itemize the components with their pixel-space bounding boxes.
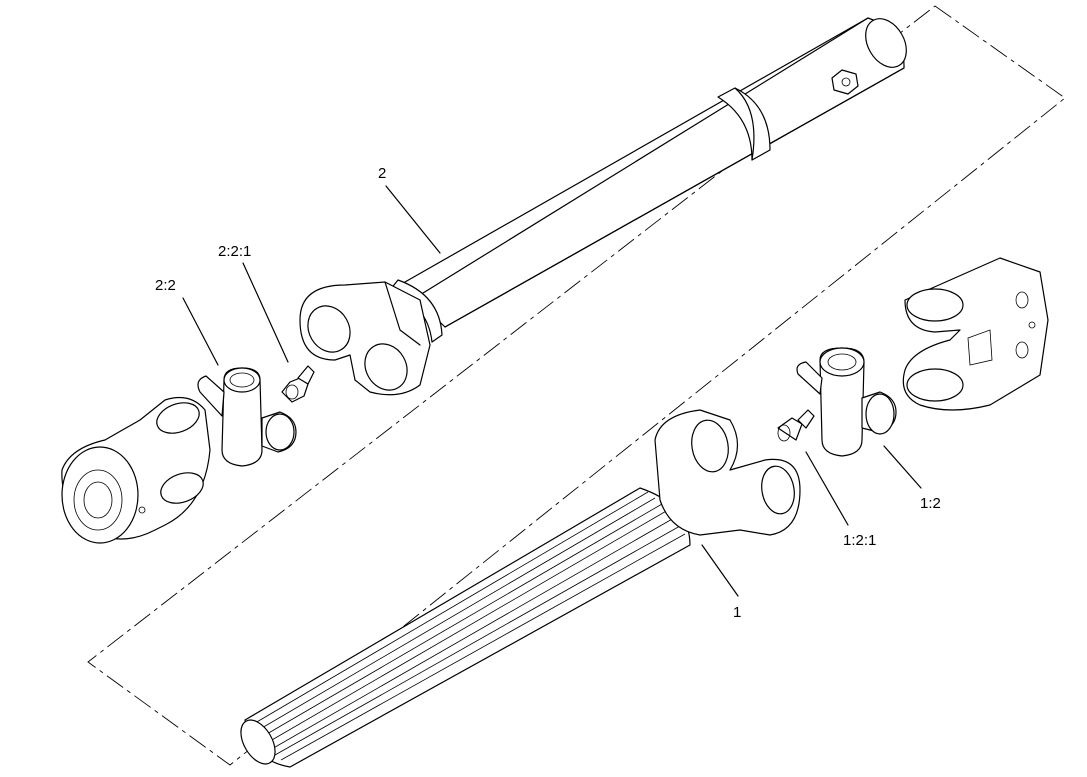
callout-2: 2 xyxy=(378,165,386,182)
leader-lines xyxy=(182,185,922,597)
outer-tube xyxy=(389,17,907,343)
splined-shaft xyxy=(240,487,691,768)
callout-2-2: 2:2 xyxy=(155,277,176,294)
shaft-cross-grease-fitting xyxy=(777,409,815,442)
tube-cross-grease-fitting xyxy=(281,365,315,403)
tube-grease-fitting xyxy=(831,69,859,95)
callout-2-2-1: 2:2:1 xyxy=(218,243,251,260)
callout-1-2-1: 1:2:1 xyxy=(843,532,876,549)
output-yoke xyxy=(902,257,1049,411)
callout-labels: 2 2:2:1 2:2 1 1:2:1 1:2 xyxy=(155,165,941,621)
shaft-yoke xyxy=(654,409,801,536)
tube-cross xyxy=(197,367,297,467)
shaft-cross xyxy=(796,347,897,457)
callout-1: 1 xyxy=(733,604,741,621)
tube-yoke xyxy=(299,281,431,396)
callout-1-2: 1:2 xyxy=(920,495,941,512)
center-line xyxy=(87,5,1066,766)
input-yoke xyxy=(61,397,211,544)
